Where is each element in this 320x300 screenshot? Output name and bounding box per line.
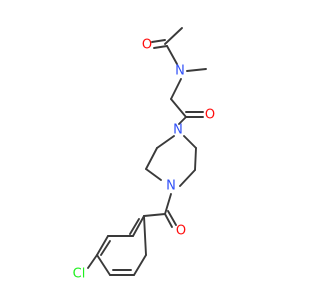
bond-aryl-6 bbox=[133, 254, 147, 276]
bond-benzoyl-aryl bbox=[143, 213, 166, 217]
bond-nring-benzoyl bbox=[164, 193, 172, 215]
atom-label-o-benzoyl: O bbox=[176, 224, 186, 239]
bond-ch2-carbonyl bbox=[170, 98, 187, 118]
atom-label-cl: Cl bbox=[73, 267, 86, 282]
bond-aryl-cl bbox=[87, 254, 98, 269]
bond-aryl-1 bbox=[132, 215, 145, 237]
bond-ring-3 bbox=[145, 168, 162, 181]
atom-label-o-acetyl: O bbox=[142, 38, 152, 53]
bond-aryl-4 bbox=[96, 254, 111, 276]
bonds bbox=[87, 27, 207, 276]
bond-benzoyl-co-a bbox=[164, 213, 173, 228]
bond-acetyl-n bbox=[166, 45, 178, 65]
bond-acetyl-methyl bbox=[164, 27, 183, 45]
atom-label-n-ring-1: N bbox=[173, 123, 183, 138]
bond-ring-1 bbox=[156, 135, 175, 149]
bond-ring-6 bbox=[183, 135, 197, 149]
atom-labels: O N O N N O Cl bbox=[73, 38, 215, 282]
bond-n-methyl bbox=[186, 68, 207, 72]
bond-acetyl-carbonyl-b bbox=[151, 39, 166, 43]
bond-aryl-3 bbox=[96, 235, 109, 256]
bond-ring-2 bbox=[145, 147, 158, 170]
bond-aryl-1-inner bbox=[129, 218, 140, 235]
atom-label-o-glycyl: O bbox=[205, 108, 215, 123]
bond-benzoyl-co-b bbox=[167, 210, 177, 226]
atom-label-n-ring-4: N bbox=[166, 179, 176, 194]
structure-diagram: O N O N N O Cl bbox=[73, 27, 215, 282]
bond-ring-5 bbox=[194, 147, 197, 171]
bond-aryl-3-inner bbox=[100, 240, 111, 256]
bond-aryl-7 bbox=[143, 215, 147, 256]
bond-acetyl-carbonyl-a bbox=[153, 45, 168, 49]
atom-label-n-amide: N bbox=[175, 64, 185, 79]
bond-n-ch2 bbox=[170, 78, 182, 100]
bond-ring-4 bbox=[179, 169, 196, 187]
bond-carbonyl-nring bbox=[178, 116, 187, 125]
